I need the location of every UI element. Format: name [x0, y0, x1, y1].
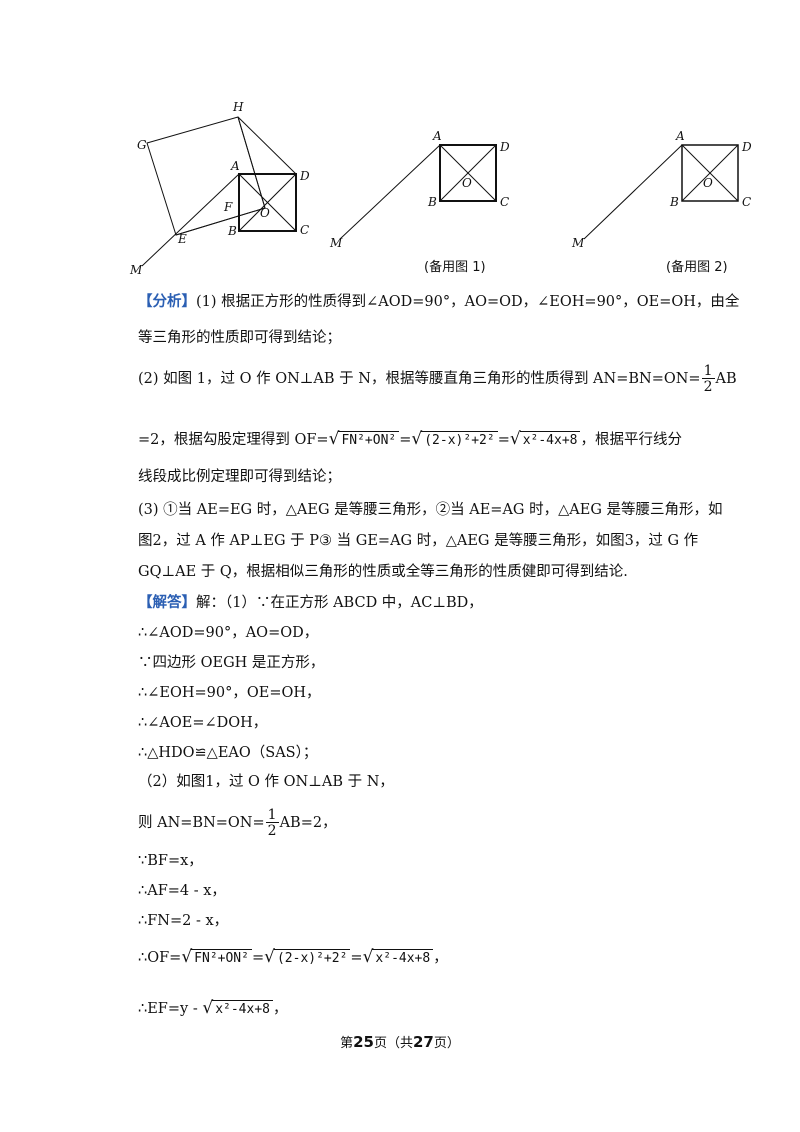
label-m: M	[329, 236, 343, 250]
solution-line-6: ∴△HDO≌△EAO（SAS）；	[138, 745, 318, 761]
label-m: M	[129, 263, 143, 277]
solution-tag: 【解答】	[138, 595, 196, 611]
label-f: F	[223, 200, 233, 214]
solution-line-13: ∴EF=y - √x²-4x+8，	[138, 998, 288, 1018]
solution-line-3: ∵四边形 OEGH 是正方形，	[138, 655, 325, 671]
figure-3: A D O B C M	[571, 129, 752, 250]
analysis-line-5: 线段成比例定理即可得到结论；	[138, 469, 341, 485]
solution-line-5: ∴∠AOE=∠DOH，	[138, 715, 268, 731]
solution-line-9: ∵BF=x，	[138, 853, 203, 869]
page-total: 27	[413, 1033, 434, 1051]
radical-2-x: (2-x)²+2²	[421, 431, 498, 449]
label-a: A	[675, 129, 685, 143]
label-d: D	[741, 140, 752, 154]
radical-fn-on: FN²+ON²	[338, 431, 400, 449]
page-number: 25	[353, 1033, 374, 1051]
label-b: B	[427, 195, 437, 209]
figure-3-caption: (备用图 2)	[666, 260, 728, 275]
label-d: D	[299, 169, 310, 183]
analysis-line-8: GQ⊥AE 于 Q，根据相似三角形的性质或全等三角形的性质健即可得到结论.	[138, 564, 628, 580]
analysis-line-2: 等三角形的性质即可得到结论；	[138, 330, 341, 346]
analysis-line-1: 【分析】(1) 根据正方形的性质得到∠AOD=90°，AO=OD，∠EOH=90…	[138, 294, 740, 310]
solution-line-12: ∴OF=√FN²+ON²=√(2-x)²+2²=√x²-4x+8，	[138, 947, 448, 967]
label-g: G	[137, 138, 147, 152]
label-c: C	[500, 195, 509, 209]
figure-1: G H A D F O E B C M	[129, 100, 310, 277]
solution-line-7: （2）如图1，过 O 作 ON⊥AB 于 N，	[138, 774, 394, 790]
solution-line-1: 【解答】解：（1）∵在正方形 ABCD 中，AC⊥BD，	[138, 595, 483, 611]
analysis-tag: 【分析】	[138, 294, 196, 310]
label-a: A	[230, 159, 240, 173]
analysis-line-3: (2) 如图 1，过 O 作 ON⊥AB 于 N，根据等腰直角三角形的性质得到 …	[138, 363, 737, 395]
label-h: H	[232, 100, 244, 114]
label-c: C	[742, 195, 751, 209]
label-c: C	[300, 223, 309, 237]
label-o: O	[703, 176, 713, 190]
solution-line-2: ∴∠AOD=90°，AO=OD，	[138, 625, 319, 641]
label-e: E	[177, 232, 187, 246]
label-d: D	[499, 140, 510, 154]
label-o: O	[462, 176, 472, 190]
solution-line-4: ∴∠EOH=90°，OE=OH，	[138, 685, 321, 701]
label-m: M	[571, 236, 585, 250]
figure-2-caption: (备用图 1)	[424, 260, 486, 275]
square-oegh	[146, 116, 266, 236]
analysis-line-6: (3) ①当 AE=EG 时，△AEG 是等腰三角形，②当 AE=AG 时，△A…	[138, 502, 723, 518]
analysis-line-4: =2，根据勾股定理得到 OF=√FN²+ON²=√(2-x)²+2²=√x²-4…	[138, 429, 682, 449]
solution-line-11: ∴FN=2 - x，	[138, 913, 229, 929]
page-footer: 第25页（共27页）	[340, 1033, 460, 1051]
label-b: B	[669, 195, 679, 209]
analysis-line-7: 图2，过 A 作 AP⊥EG 于 P③ 当 GE=AG 时，△AEG 是等腰三角…	[138, 533, 699, 549]
figure-2: A D O B C M	[329, 129, 510, 250]
label-a: A	[432, 129, 442, 143]
square-abcd	[238, 173, 297, 232]
radical-x2: x²-4x+8	[519, 431, 581, 449]
label-b: B	[227, 224, 237, 238]
label-o: O	[260, 206, 270, 220]
solution-line-10: ∴AF=4 - x，	[138, 883, 226, 899]
